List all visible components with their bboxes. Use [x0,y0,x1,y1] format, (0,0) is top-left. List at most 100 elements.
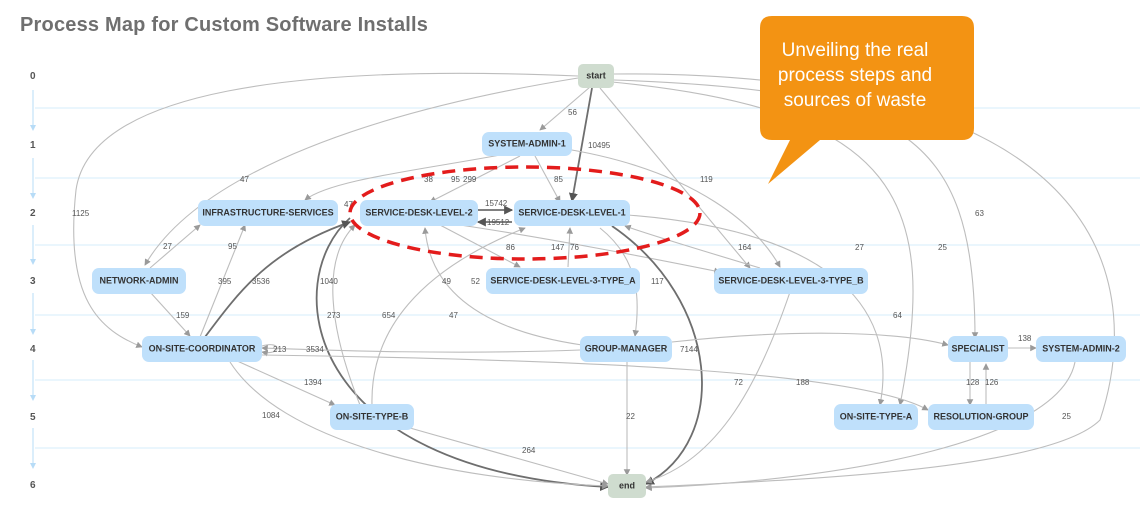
edge-ostb-sdl2 [332,224,361,406]
node-service-desk-level-3-type-b[interactable]: SERVICE-DESK-LEVEL-3-TYPE_B [714,268,868,294]
node-start[interactable]: start [578,64,614,88]
edge-label: 213 [273,345,287,354]
edge-label: 47 [449,311,458,320]
edge-osc-sdl2 [204,220,352,338]
edge-osc-end [229,361,609,490]
node-end[interactable]: end [608,474,646,498]
node-on-site-type-a[interactable]: ON-SITE-TYPE-A [834,404,918,430]
edge-label: 19512 [487,218,510,227]
node-label: start [586,70,606,80]
edge-label: 3536 [252,277,270,286]
node-system-admin-2[interactable]: SYSTEM-ADMIN-2 [1036,336,1126,362]
edge-label: 27 [855,243,864,252]
level-label: 4 [30,344,36,355]
node-service-desk-level-1[interactable]: SERVICE-DESK-LEVEL-1 [514,200,630,226]
edge-start-sa1 [539,86,591,131]
edge-label: 1084 [262,411,280,420]
edge-start-sdl1 [568,87,593,203]
edge-label: 128 [966,378,980,387]
node-on-site-coordinator[interactable]: ON-SITE-COORDINATOR [142,336,262,362]
node-service-desk-level-3-type-a[interactable]: SERVICE-DESK-LEVEL-3-TYPE_A [486,268,640,294]
edge-label: 47 [240,175,249,184]
node-service-desk-level-2[interactable]: SERVICE-DESK-LEVEL-2 [360,200,478,226]
edge-label: 273 [327,311,341,320]
level-label: 3 [30,276,36,287]
callout-bubble [760,16,974,184]
node-label: ON-SITE-COORDINATOR [149,343,256,353]
node-label: GROUP-MANAGER [585,343,668,353]
edge-sa1-infra [304,154,501,201]
edge-sdl2-sdl3a [439,224,521,268]
node-label: SERVICE-DESK-LEVEL-1 [518,207,625,217]
node-label: INFRASTRUCTURE-SERVICES [202,207,333,217]
edge-start-osc [73,72,579,348]
level-label: 6 [30,480,36,491]
edge-label: 86 [506,243,515,252]
edge-label: 72 [734,378,743,387]
node-label: ON-SITE-TYPE-A [840,411,913,421]
edge-sa1-sdl2 [429,155,521,203]
edge-label: 95 [228,242,237,251]
node-label: end [619,480,635,490]
edge-label: 85 [554,175,563,184]
node-label: SERVICE-DESK-LEVEL-3-TYPE_B [718,275,864,285]
edge-label: 1040 [320,277,338,286]
edge-sa1-sdl3b [559,147,781,268]
callout-text: Unveiling the real process steps and sou… [777,40,933,111]
edge-osc-rg [261,354,929,411]
edge-sdl1-end [611,225,703,485]
node-group-manager[interactable]: GROUP-MANAGER [580,336,672,362]
edge-label: 52 [471,277,480,286]
edge-start-na [144,77,579,266]
edge-gm-osc [261,344,581,353]
edge-label: 1125 [72,209,90,218]
edge-label: 119 [700,175,713,184]
node-label: ON-SITE-TYPE-B [336,411,409,421]
edge-label: 56 [568,108,577,117]
page-title: Process Map for Custom Software Installs [20,14,429,36]
edge-label: 10495 [588,141,611,150]
node-label: NETWORK-ADMIN [100,275,179,285]
edge-label: 64 [893,311,902,320]
edge-start-sdl3b [599,87,751,269]
node-label: SERVICE-DESK-LEVEL-2 [365,207,472,217]
edge-osc-ostb [234,359,336,406]
edge-osc-infra [199,224,246,338]
edge-label: 299 [463,175,477,184]
level-bands [30,90,1140,469]
edge-sdl3b-sdl1 [624,224,761,269]
edge-label: 188 [796,378,810,387]
node-label: RESOLUTION-GROUP [933,411,1028,421]
edge-sa2-end [645,361,1076,492]
edge-label: 47 [344,200,353,209]
node-label: SPECIALIST [951,343,1005,353]
edge-label: 49 [442,277,451,286]
edge-gm-spec [671,332,949,347]
node-infrastructure-services[interactable]: INFRASTRUCTURE-SERVICES [198,200,338,226]
level-labels: 0 1 2 3 4 5 6 [30,71,36,491]
edge-label: 15742 [485,199,508,208]
edge-label: 95 [451,175,460,184]
edge-label: 3534 [306,345,324,354]
node-network-admin[interactable]: NETWORK-ADMIN [92,268,186,294]
edge-labels: 56 10495 47 38 95 299 85 119 63 1125 47 … [72,108,1071,455]
edge-sdl3a-sdl1 [566,227,573,268]
node-on-site-type-b[interactable]: ON-SITE-TYPE-B [330,404,414,430]
edge-label: 264 [522,446,536,455]
nodes: start SYSTEM-ADMIN-1 INFRASTRUCTURE-SERV… [92,64,1126,498]
level-label: 2 [30,208,36,219]
node-specialist[interactable]: SPECIALIST [948,336,1008,362]
edge-label: 395 [218,277,232,286]
highlight-ellipse [348,165,702,261]
edge-label: 7144 [680,345,698,354]
edge-label: 25 [1062,412,1071,421]
node-label: SYSTEM-ADMIN-2 [1042,343,1120,353]
edge-na-osc [149,291,191,337]
edge-label: 38 [424,175,433,184]
node-resolution-group[interactable]: RESOLUTION-GROUP [928,404,1034,430]
edge-sa1-sdl1 [534,155,561,203]
edge-label: 126 [985,378,999,387]
node-system-admin-1[interactable]: SYSTEM-ADMIN-1 [482,132,572,156]
edge-label: 25 [938,243,947,252]
